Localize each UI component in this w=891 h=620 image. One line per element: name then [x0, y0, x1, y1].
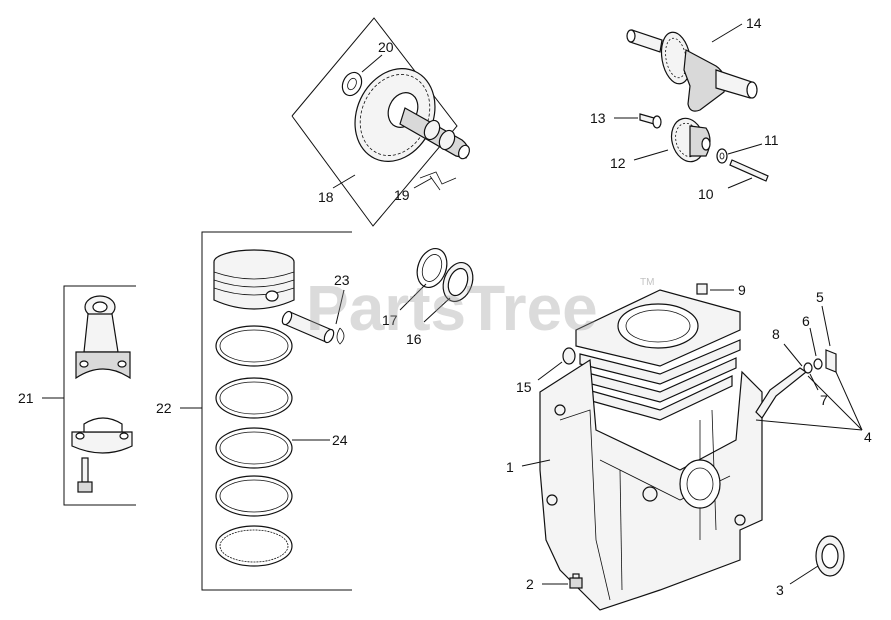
callout-19: 19 [394, 187, 410, 203]
callout-3: 3 [776, 582, 784, 598]
watermark-trademark: TM [640, 277, 654, 288]
leader-16 [423, 297, 451, 323]
drain-plug-part-2[interactable] [569, 573, 583, 589]
washer-part-11[interactable] [716, 148, 728, 164]
leader-3 [789, 565, 819, 585]
piston-group-bracket [201, 231, 352, 591]
shaft-part-10[interactable] [729, 159, 769, 182]
callout-8: 8 [772, 326, 780, 342]
callout-15: 15 [516, 379, 532, 395]
leader-1 [521, 459, 551, 467]
callout-2: 2 [526, 576, 534, 592]
connecting-rod-part-21[interactable] [75, 295, 131, 380]
lever-part-8[interactable] [755, 367, 808, 419]
callout-18: 18 [318, 189, 334, 205]
callout-10: 10 [698, 186, 714, 202]
leader-14 [711, 23, 743, 43]
piston-rings-part-24[interactable] [215, 325, 293, 567]
callout-12: 12 [610, 155, 626, 171]
plug-part-15[interactable] [562, 347, 576, 365]
piston-pin-part-23[interactable] [280, 310, 345, 345]
washer-part-7[interactable] [803, 362, 813, 374]
callout-17: 17 [382, 312, 398, 328]
callout-6: 6 [802, 313, 810, 329]
rod-cap-part[interactable] [71, 417, 133, 454]
rod-bolt[interactable] [77, 457, 93, 493]
washer-part-20[interactable] [339, 69, 365, 98]
leader-18 [332, 174, 356, 189]
leader-4a [755, 419, 863, 431]
callout-9: 9 [738, 282, 746, 298]
camshaft-group: 20 18 19 [291, 17, 471, 227]
leader-23 [335, 289, 345, 325]
callout-5: 5 [816, 289, 824, 305]
piston-group: 23 24 22 [156, 231, 352, 591]
callout-14: 14 [746, 15, 762, 31]
lever-group: 8 6 5 7 4 [755, 289, 872, 445]
conrod-group-bracket [63, 285, 136, 506]
callout-21: 21 [18, 390, 34, 406]
callout-16: 16 [406, 331, 422, 347]
leader-8 [783, 343, 803, 367]
leader-15 [537, 361, 563, 381]
leader-12 [633, 149, 669, 161]
bracket-part-5[interactable] [825, 349, 837, 373]
leader-20 [361, 54, 383, 73]
seal-group: 17 16 [382, 244, 474, 347]
crankshaft-part-14[interactable] [626, 29, 758, 112]
leader-10 [727, 177, 753, 189]
leader-17 [399, 283, 427, 311]
callout-20: 20 [378, 39, 394, 55]
callout-7: 7 [820, 392, 828, 408]
gasket-part-17[interactable] [412, 244, 452, 291]
governor-gear-part-12[interactable] [667, 115, 711, 166]
leader-4b [807, 375, 863, 431]
leader-5 [821, 305, 831, 347]
piston-part-22[interactable] [213, 249, 295, 310]
cylinder-block-part-1[interactable] [539, 289, 763, 611]
callout-22: 22 [156, 400, 172, 416]
washer-part-6[interactable] [813, 358, 823, 370]
plug-part-9[interactable] [696, 283, 708, 295]
watermark-text: PartsTree [306, 272, 598, 344]
connecting-rod-group: 21 [18, 285, 136, 506]
camshaft-part-18[interactable] [340, 55, 471, 174]
governor-group: 14 13 12 11 10 [590, 15, 779, 202]
leader-6 [809, 327, 817, 357]
oil-seal-part-3[interactable] [815, 535, 845, 577]
bolt-part-13[interactable] [639, 113, 662, 129]
callout-23: 23 [334, 272, 350, 288]
callout-24: 24 [332, 432, 348, 448]
camshaft-group-bracket [291, 17, 458, 227]
callout-1: 1 [506, 459, 514, 475]
leader-11 [727, 143, 763, 155]
leader-4c [835, 371, 863, 431]
callout-4: 4 [864, 429, 872, 445]
callout-11: 11 [764, 132, 779, 148]
callout-13: 13 [590, 110, 606, 126]
pin-part-19[interactable] [419, 171, 457, 191]
leader-19 [413, 177, 433, 189]
